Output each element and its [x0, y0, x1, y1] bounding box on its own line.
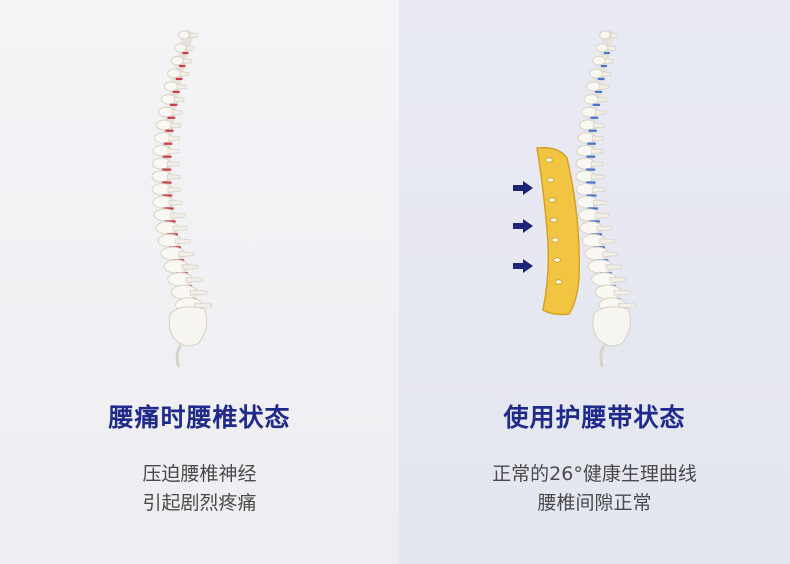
right-spine-vertebra [583, 94, 608, 106]
left-spine-disc [167, 116, 176, 119]
left-spine-vertebra [155, 221, 188, 236]
left-spine-disc [162, 194, 173, 197]
right-spine-vertebra [576, 195, 607, 210]
arrow-right-icon [513, 259, 533, 273]
right-spine-disc [590, 116, 599, 119]
left-spine-disc [169, 103, 178, 106]
left-spine-vertebra [153, 208, 185, 223]
left-desc-line1: 压迫腰椎神经 [142, 463, 257, 485]
spine-left-illustration [151, 30, 212, 368]
right-spine-coccyx [599, 344, 606, 368]
right-spine-disc [600, 64, 608, 68]
right-desc-line2: 腰椎间隙正常 [537, 492, 652, 514]
left-title: 腰痛时腰椎状态 [108, 403, 291, 432]
right-spine-disc [585, 168, 596, 171]
left-spine-coccyx [175, 344, 183, 368]
right-spine-disc [589, 220, 600, 223]
left-spine-vertebra [178, 30, 198, 40]
left-spine-vertebra [152, 144, 180, 158]
left-spine-vertebra [157, 233, 191, 249]
right-spine-disc [586, 155, 596, 158]
lumbar-brace-icon [536, 146, 580, 316]
right-spine-vertebra [592, 55, 614, 68]
left-spine-vertebra [170, 55, 192, 68]
left-spine-disc [163, 207, 174, 210]
left-spine-disc [172, 90, 180, 94]
spine-right-illustration [513, 30, 636, 368]
right-spine-disc [595, 90, 603, 94]
left-spine-disc [182, 51, 189, 55]
left-spine-vertebra [152, 195, 183, 210]
left-spine-disc [175, 77, 183, 81]
left-spine-disc [165, 129, 174, 132]
right-desc-line1: 正常的26°健康生理曲线 [492, 463, 697, 485]
left-spine-disc [162, 155, 172, 158]
left-spine-vertebra [163, 81, 187, 94]
right-spine-vertebra [584, 246, 619, 262]
arrow-right-icon [513, 181, 533, 195]
right-spine-vertebra [586, 81, 609, 94]
right-spine-vertebra [577, 208, 609, 223]
right-spine-vertebra [579, 221, 612, 236]
right-spine-vertebra [599, 30, 619, 40]
panel-back-pain: 腰痛时腰椎状态 压迫腰椎神经 引起剧烈疼痛 [0, 0, 399, 564]
right-spine-vertebra [579, 119, 605, 132]
left-spine-vertebra [155, 119, 182, 132]
left-spine-disc [163, 142, 173, 145]
right-spine-vertebra [575, 157, 604, 171]
right-spine-disc [587, 207, 598, 210]
panel-with-belt: 使用护腰带状态 正常的26°健康生理曲线 腰椎间隙正常 [399, 0, 790, 564]
right-title: 使用护腰带状态 [503, 403, 686, 432]
right-spine-disc [586, 181, 596, 184]
left-spine-vertebra [160, 246, 195, 262]
left-spine-disc [164, 220, 176, 223]
left-spine-vertebra [167, 68, 190, 81]
left-spine-vertebra [174, 43, 195, 55]
left-spine-sacrum [168, 306, 208, 347]
right-spine-vertebra [575, 183, 606, 197]
left-spine-vertebra [151, 183, 182, 197]
right-spine-disc [587, 142, 596, 145]
right-spine-vertebra [577, 132, 604, 145]
right-spine-vertebra [581, 106, 606, 119]
right-spine-sacrum [592, 306, 631, 347]
right-spine-disc [592, 103, 601, 106]
right-spine-disc [588, 129, 597, 132]
left-spine-vertebra [151, 157, 180, 171]
right-spine-vertebra [576, 144, 604, 158]
right-spine-disc [597, 77, 605, 81]
left-spine-disc [161, 181, 172, 184]
right-spine-disc [603, 51, 610, 55]
left-spine-vertebra [158, 106, 183, 119]
right-spine-vertebra [581, 233, 615, 249]
left-spine-vertebra [160, 94, 185, 106]
right-spine-vertebra [595, 43, 616, 55]
left-desc-line2: 引起剧烈疼痛 [142, 492, 257, 514]
right-spine-vertebra [589, 68, 612, 81]
left-spine-vertebra [151, 170, 180, 184]
left-spine-disc [179, 64, 186, 68]
arrow-right-icon [513, 219, 533, 233]
right-spine-vertebra [575, 170, 605, 184]
left-spine-disc [162, 168, 172, 171]
right-spine-disc [586, 194, 597, 197]
left-spine-vertebra [153, 132, 181, 145]
